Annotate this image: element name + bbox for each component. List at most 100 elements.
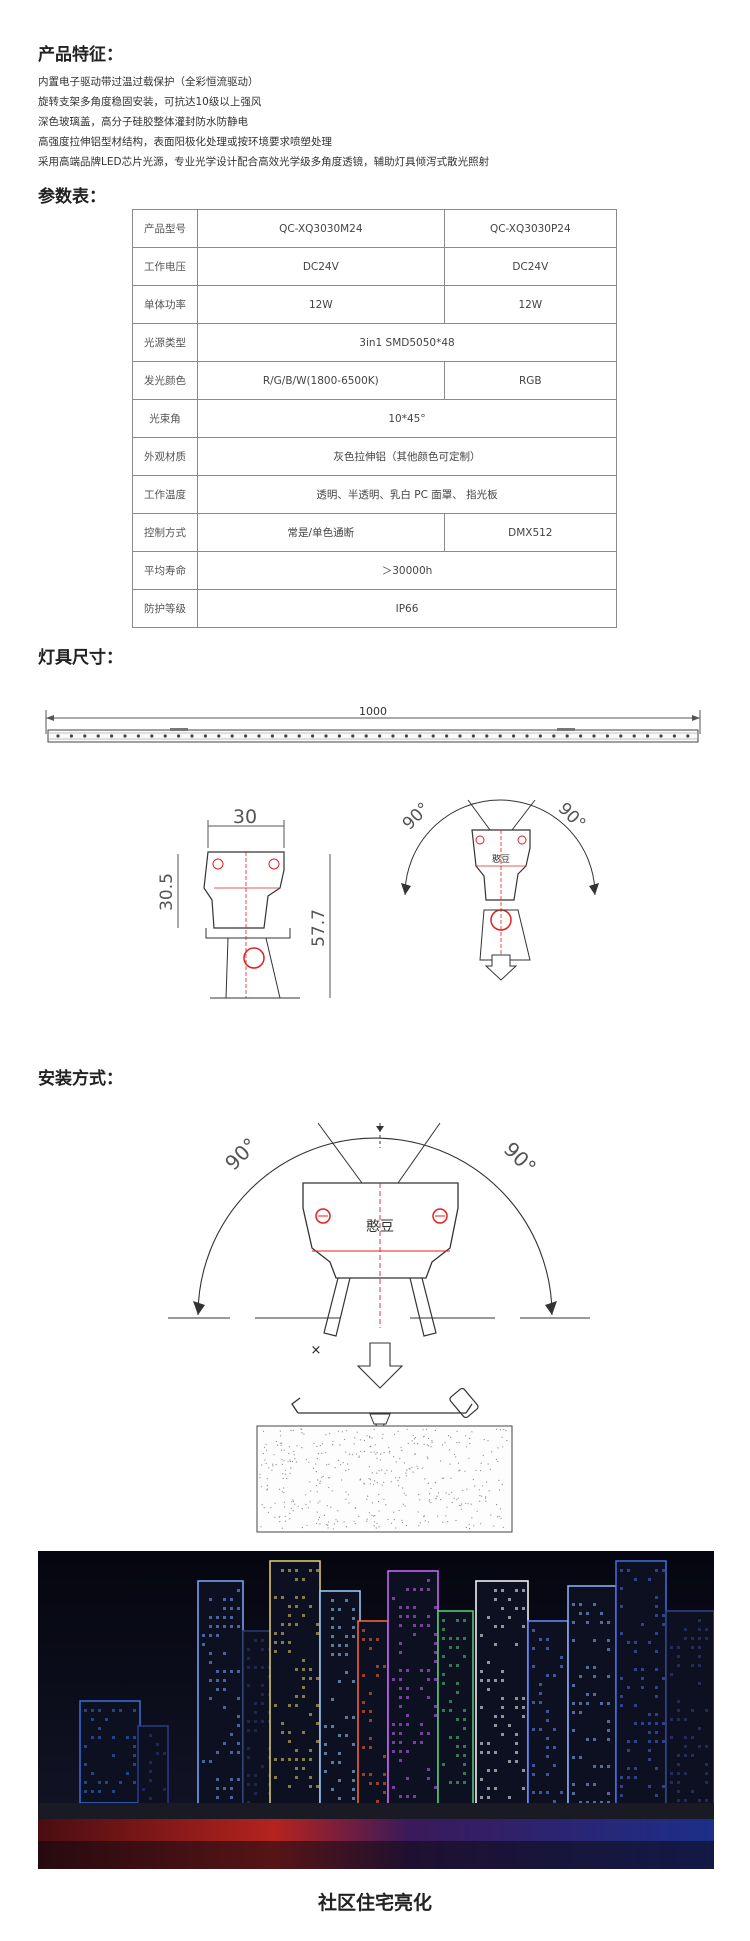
speckle [373,1428,375,1430]
speckle [289,1472,291,1474]
speckle [359,1478,362,1480]
speckle [352,1454,354,1456]
led-dot [163,734,167,738]
window-light [324,1752,327,1755]
led-dot [270,734,274,738]
speckle [341,1431,343,1433]
speckle [309,1501,311,1503]
window-light [223,1787,226,1790]
speckle [316,1511,318,1513]
window-light [456,1691,459,1694]
window-light [338,1608,341,1611]
window-light [705,1763,708,1766]
window-light [560,1791,563,1794]
window-light [691,1709,694,1712]
window-light [338,1734,341,1737]
window-light [399,1759,402,1762]
window-light [705,1781,708,1784]
speckle [497,1460,499,1463]
row-label: 工作温度 [132,475,198,514]
window-light [463,1745,466,1748]
speckle [482,1485,484,1487]
led-dot [619,734,623,738]
window-light [627,1641,630,1644]
window-light [316,1632,319,1635]
speckle [275,1440,278,1443]
window-light [480,1778,483,1781]
speckle [290,1467,292,1469]
window-light [463,1619,466,1622]
window-light [691,1736,694,1739]
window-light [463,1763,466,1766]
led-dot [284,734,288,738]
speckle [459,1504,461,1506]
led-dot [136,734,140,738]
speckle [347,1494,349,1496]
speckle [368,1466,370,1468]
window-light [487,1751,490,1754]
dimensions-title: 灯具尺寸： [38,648,123,668]
window-light [316,1785,319,1788]
window-light [600,1765,603,1768]
speckle [343,1521,345,1523]
speckle [439,1460,442,1462]
window-light [399,1624,402,1627]
speckle [274,1502,276,1504]
window-light [627,1569,630,1572]
window-light [456,1637,459,1640]
speckle [489,1468,491,1470]
window-light [427,1669,430,1672]
window-light [392,1597,395,1600]
window-light [369,1692,372,1695]
window-light [261,1666,264,1669]
speckle [266,1484,268,1486]
speckle [268,1467,270,1469]
window-light [662,1677,665,1680]
clip-lever [449,1387,479,1419]
window-light [420,1687,423,1690]
window-light [487,1796,490,1799]
window-light [331,1653,334,1656]
screw-icon [517,835,527,845]
speckle [282,1477,284,1480]
speckle [354,1507,356,1509]
window-light [607,1801,610,1804]
led-dot [565,734,569,738]
led-dot [123,734,127,738]
speckle [281,1458,283,1461]
speckle [368,1478,370,1480]
window-light [532,1728,535,1731]
foreground [38,1841,714,1869]
table-row: 发光颜色 R/G/B/W(1800-6500K) RGB [132,361,618,400]
window-light [149,1761,152,1764]
window-light [442,1682,445,1685]
window-light [302,1767,305,1770]
window-light [691,1637,694,1640]
window-light [641,1677,644,1680]
window-light [316,1569,319,1572]
window-light [352,1779,355,1782]
window-light [698,1682,701,1685]
speckle [283,1487,285,1489]
window-light [216,1625,219,1628]
speckle [325,1452,327,1454]
concrete-wall [256,1425,513,1533]
window-light [261,1648,264,1651]
window-light [406,1615,409,1618]
window-light [406,1687,409,1690]
window-light [302,1659,305,1662]
window-light [546,1746,549,1749]
window-light [288,1731,291,1734]
window-light [331,1599,334,1602]
window-light [254,1792,257,1795]
speckle [309,1481,311,1483]
window-light [399,1705,402,1708]
speckle [388,1447,390,1449]
window-light [338,1752,341,1755]
window-light [383,1782,386,1785]
window-light [620,1677,623,1680]
speckle [424,1478,426,1480]
window-light [84,1763,87,1766]
window-light [254,1774,257,1777]
window-light [456,1745,459,1748]
